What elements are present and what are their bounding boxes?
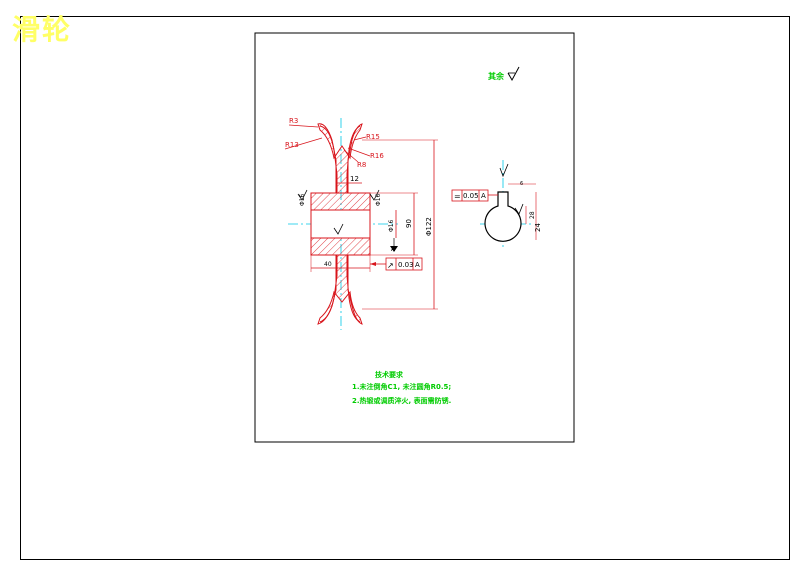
- dim-dia-122: Φ122: [425, 217, 433, 236]
- roughness-keyway-icon: [499, 163, 509, 178]
- dim-r16: R16: [370, 152, 384, 160]
- dim-dia-90: 90: [405, 219, 413, 228]
- pulley-section-view: [288, 118, 398, 330]
- symmetry-value: 0.05: [463, 192, 479, 200]
- runout-tolerance-frame: ↗ 0.03 A: [370, 257, 423, 271]
- runout-value: 0.03: [398, 261, 414, 269]
- roughness-note: 其余: [488, 71, 505, 81]
- roughness-right-icon: [369, 189, 380, 201]
- roughness-symbol-icon: [507, 66, 520, 82]
- dim-r8: R8: [357, 161, 366, 169]
- dim-width-12: 12: [350, 175, 359, 183]
- roughness-bore-icon: [333, 223, 344, 235]
- dim-tol-right: Φ16: [375, 193, 382, 206]
- symmetry-tolerance-frame: = 0.05 A: [451, 189, 498, 202]
- dim-r15: R15: [366, 133, 380, 141]
- tech-req-line2: 2.热锻或调质淬火, 表面需防锈.: [352, 396, 451, 405]
- bore: [310, 209, 371, 239]
- runout-datum: A: [415, 261, 420, 269]
- datum-a-bore: A: [391, 246, 396, 253]
- dim-r13: R13: [285, 141, 299, 149]
- dim-key-24: 24: [534, 223, 542, 232]
- dim-hub-length-40: 40: [324, 261, 332, 268]
- symmetry-datum: A: [481, 192, 486, 200]
- dim-bore-16: Φ16: [388, 219, 395, 232]
- hub-bottom-section: [310, 237, 371, 256]
- roughness-left-icon: [297, 189, 308, 201]
- dim-key-6: 6: [520, 181, 523, 187]
- symmetry-symbol: =: [454, 192, 461, 201]
- hub-top-section: [310, 192, 371, 211]
- runout-symbol: ↗: [387, 261, 394, 270]
- drawing-title: 滑轮: [12, 13, 73, 46]
- dim-r3: R3: [289, 117, 298, 125]
- tech-req-heading: 技术要求: [375, 370, 404, 379]
- tech-req-line1: 1.未注倒角C1, 未注圆角R0.5;: [352, 382, 451, 391]
- drawing-border: [20, 16, 790, 560]
- dim-key-28: 28: [529, 211, 536, 219]
- roughness-key-side-icon: [514, 203, 524, 215]
- drawing-sheet: [254, 32, 575, 443]
- keyway-bore-outline: [484, 191, 522, 242]
